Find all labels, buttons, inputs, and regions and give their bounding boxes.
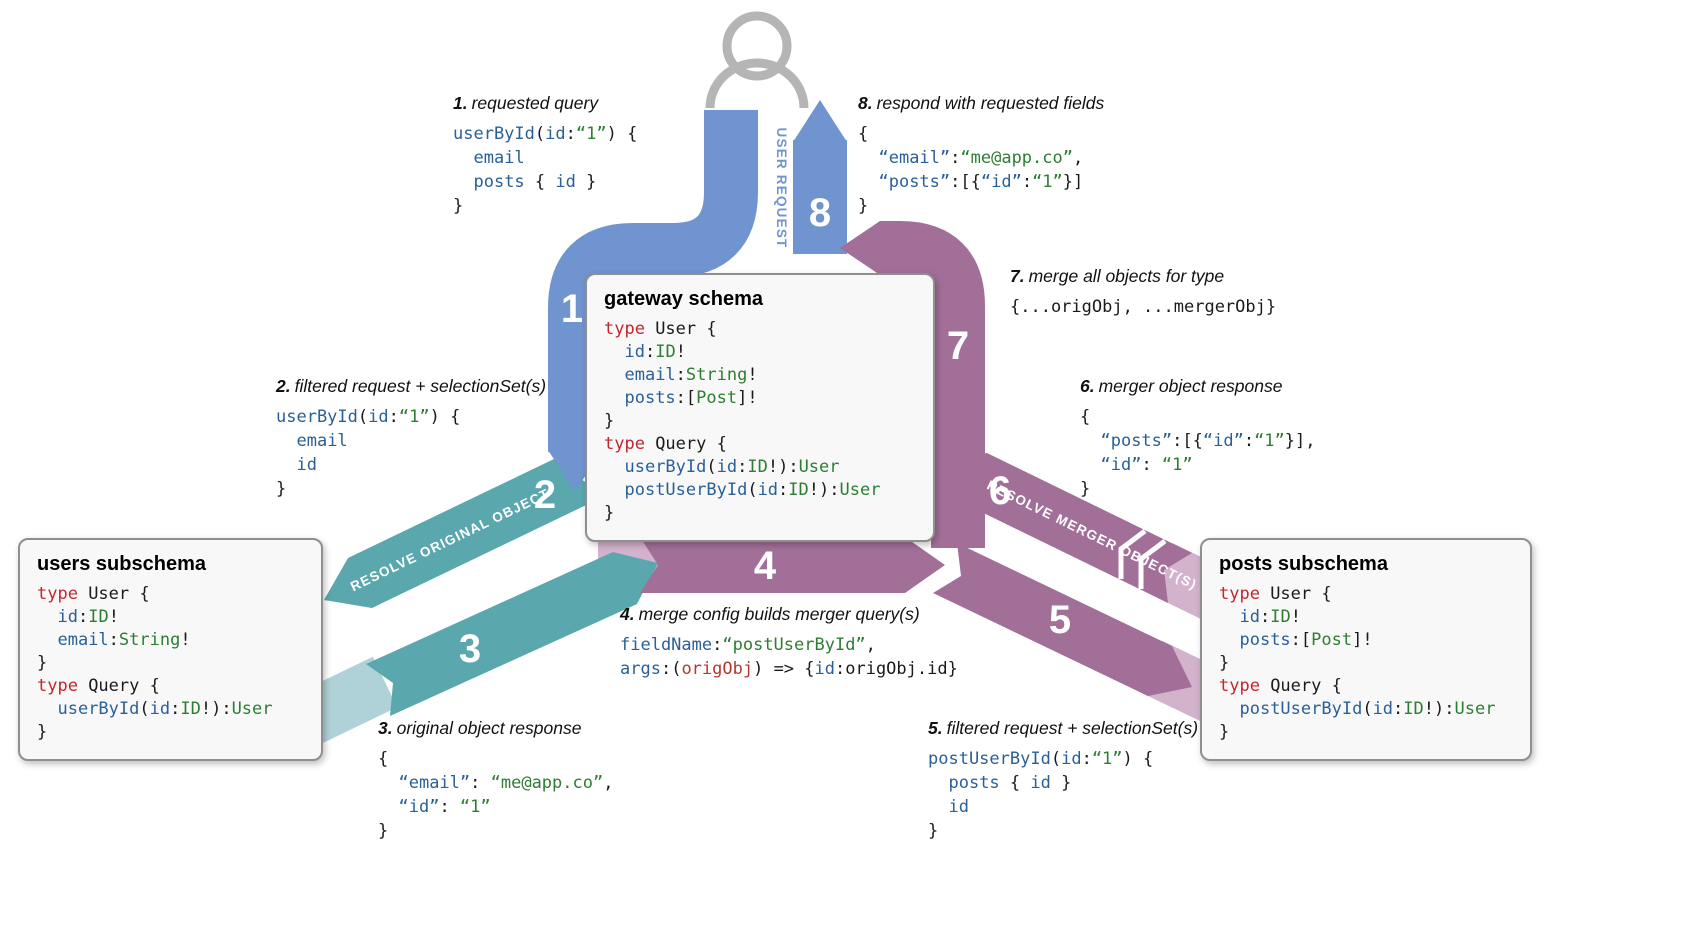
band-resolve-original-2 [324,445,607,608]
step-6-number: 6 [989,469,1011,513]
annotation-7-heading: 7.merge all objects for type [1010,266,1225,286]
step-4-number: 4 [754,544,777,588]
annotation-7: 7.merge all objects for type {...origObj… [1010,266,1276,319]
annotation-5: 5.filtered request + selectionSet(s) pos… [928,718,1198,843]
band-merge-7 [880,221,985,548]
posts-subschema-code: type User { id:ID! posts:[Post]!}type Qu… [1219,584,1496,742]
annotation-8-heading: 8.respond with requested fields [858,93,1105,113]
annotation-3-heading: 3.original object response [378,718,582,738]
annotation-5-code: postUserById(id:“1”) { posts { id } id} [928,749,1154,841]
annotation-1-heading: 1.requested query [453,93,599,113]
gateway-schema-box: gateway schema type User { id:ID! email:… [585,273,935,542]
user-icon [705,11,809,109]
annotation-6: 6.merger object response { “posts”:[{“id… [1080,376,1316,501]
annotation-2: 2.filtered request + selectionSet(s) use… [276,376,546,501]
users-subschema-box: users subschema type User { id:ID! email… [18,538,323,761]
annotation-4-code: fieldName:“postUserById”,args:(origObj) … [620,635,958,679]
user-request-label: USER REQUEST [774,128,789,249]
annotation-6-heading: 6.merger object response [1080,376,1283,396]
arrowhead-7 [840,221,880,275]
annotation-1-code: userById(id:“1”) { email posts { id }} [453,124,638,216]
annotation-4-heading: 4.merge config builds merger query(s) [620,604,920,624]
annotation-3: 3.original object response { “email”: “m… [378,718,613,843]
annotation-8-code: { “email”:“me@app.co”, “posts”:[{“id”:“1… [858,124,1084,216]
users-subschema-code: type User { id:ID! email:String!}type Qu… [37,584,273,742]
arrowhead-8 [793,100,847,142]
gateway-schema-code: type User { id:ID! email:String! posts:[… [604,319,881,523]
band-6-chevron-stripe [1118,529,1147,579]
resolve-original-label: RESOLVE ORIGINAL OBJECT [348,486,552,595]
annotation-3-code: { “email”: “me@app.co”, “id”: “1”} [378,749,614,841]
band-return-original-3 [366,552,658,716]
step-2-number: 2 [534,473,556,517]
users-subschema-title: users subschema [37,553,206,575]
step-5-number: 5 [1049,598,1071,642]
band-user-request-1 [548,110,758,452]
annotation-5-heading: 5.filtered request + selectionSet(s) [928,718,1199,738]
step-8-number: 8 [809,191,831,235]
step-1-number: 1 [561,287,583,331]
gateway-schema-title: gateway schema [604,288,763,310]
annotation-8: 8.respond with requested fields { “email… [858,93,1104,218]
step-3-number: 3 [459,627,481,671]
band-6-chevron-stripe [1138,539,1167,589]
band-resolve-merger-5 [933,543,1192,696]
annotation-1: 1.requested query userById(id:“1”) { ema… [453,93,637,218]
annotation-2-heading: 2.filtered request + selectionSet(s) [276,376,547,396]
step-7-number: 7 [947,324,969,368]
annotation-6-code: { “posts”:[{“id”:“1”}], “id”: “1”} [1080,407,1316,499]
user-shoulders-arc [705,58,809,109]
annotation-7-code: {...origObj, ...mergerObj} [1010,297,1277,317]
band-merger-response-6 [941,453,1192,603]
annotation-4: 4.merge config builds merger query(s) fi… [620,604,958,681]
posts-subschema-box: posts subschema type User { id:ID! posts… [1200,538,1532,761]
band-merge-query-4 [640,537,945,593]
posts-subschema-title: posts subschema [1219,553,1388,575]
user-head-circle [722,11,792,81]
annotation-2-code: userById(id:“1”) { email id} [276,407,461,499]
